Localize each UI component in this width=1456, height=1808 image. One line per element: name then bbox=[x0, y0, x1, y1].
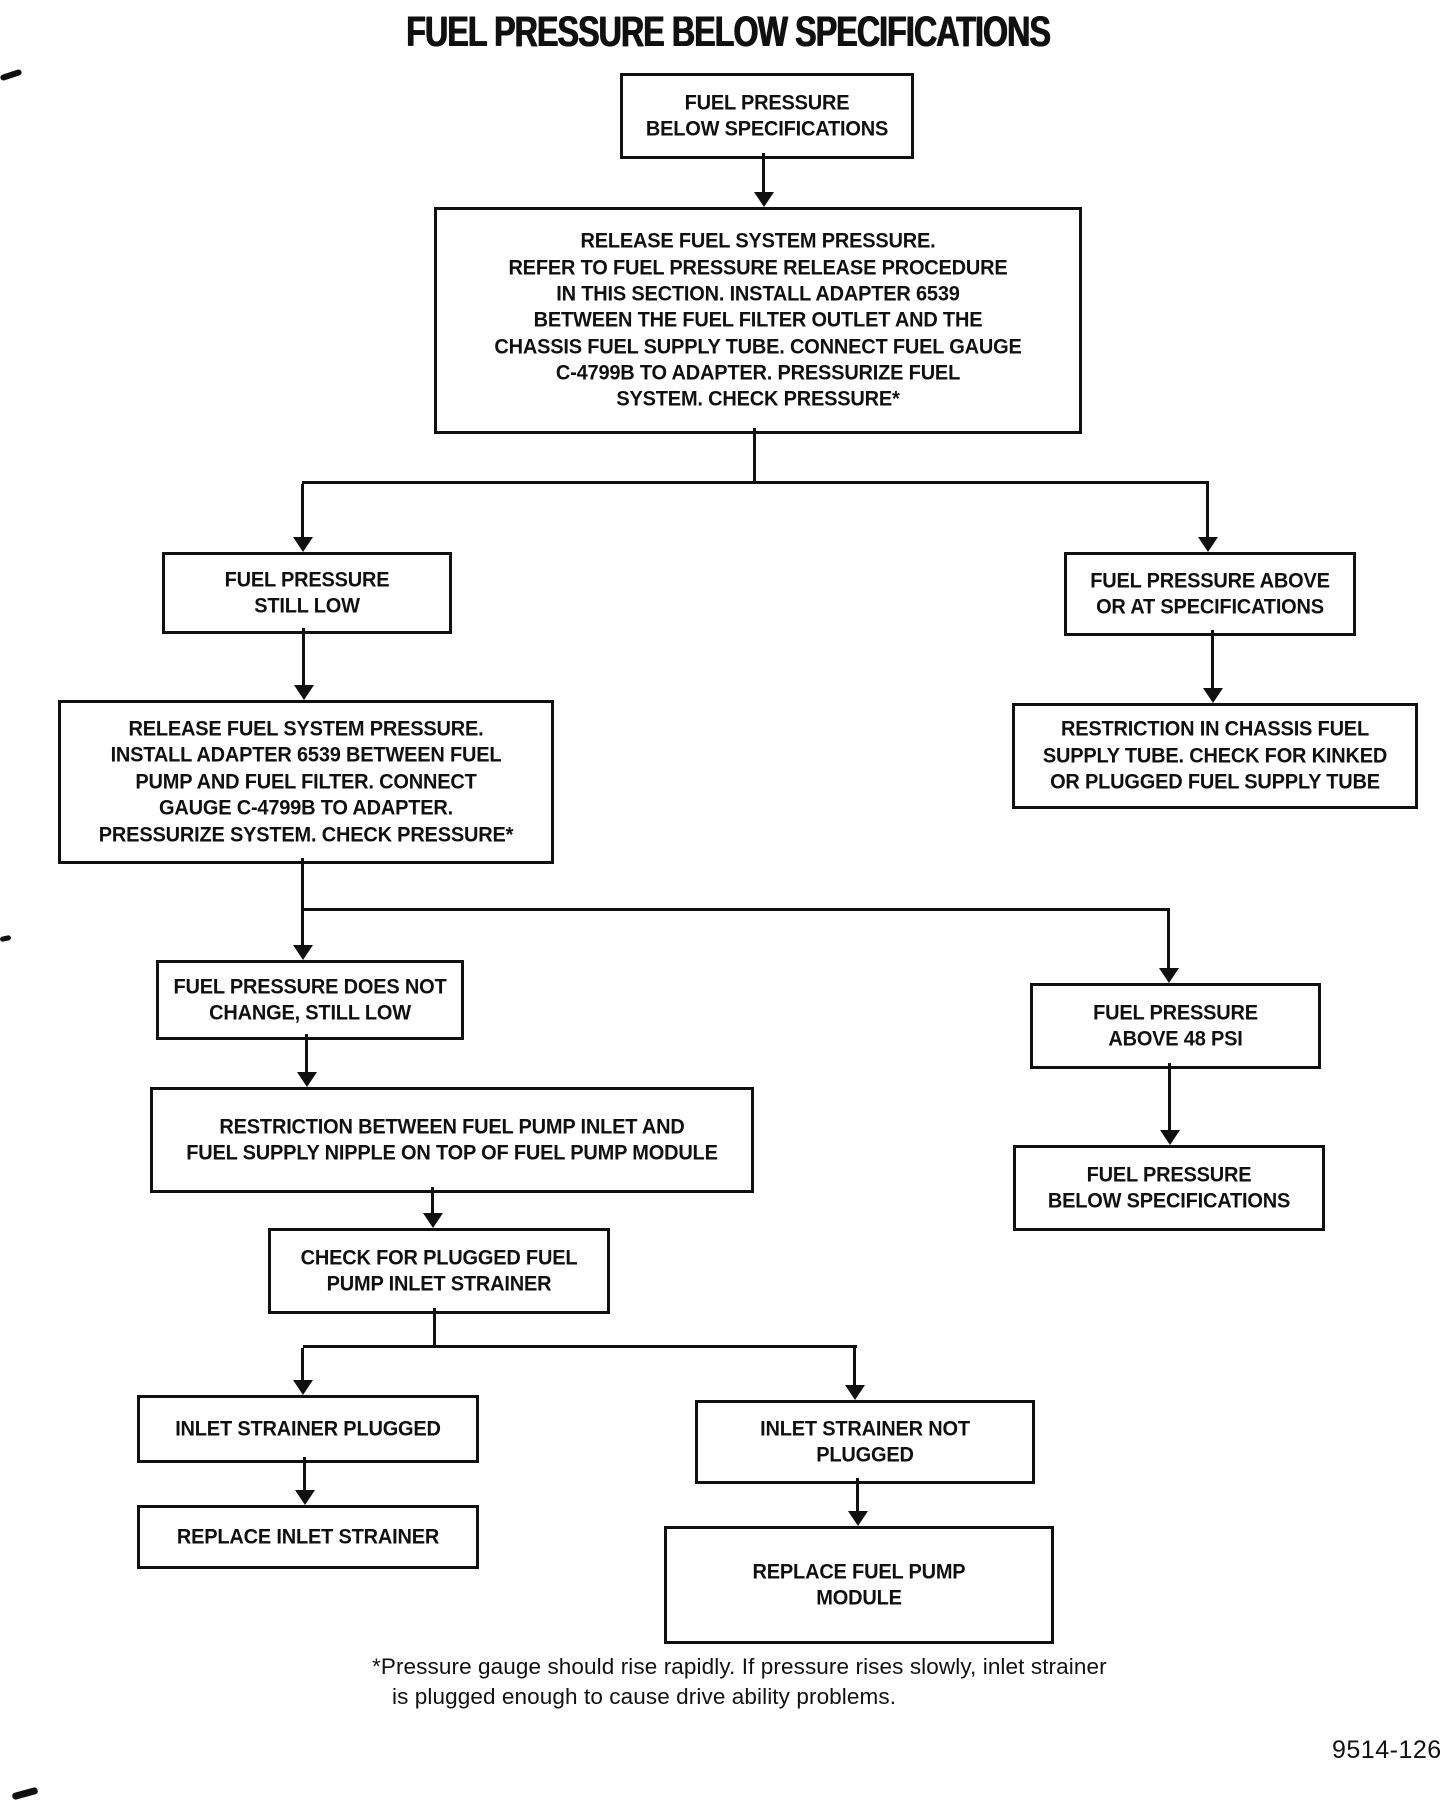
node-text-line: REFER TO FUEL PRESSURE RELEASE PROCEDURE bbox=[508, 255, 1008, 280]
node-text-line: REPLACE INLET STRAINER bbox=[176, 1525, 440, 1549]
connector-line bbox=[301, 858, 304, 947]
flow-node-above-or-at-spec: FUEL PRESSURE ABOVE OR AT SPECIFICATIONS bbox=[1064, 552, 1356, 636]
node-text-line: SYSTEM. CHECK PRESSURE* bbox=[616, 387, 900, 412]
node-text-line: PUMP INLET STRAINER bbox=[326, 1272, 552, 1296]
scan-artifact bbox=[0, 934, 12, 943]
connector-line bbox=[853, 1348, 856, 1387]
node-text-line: INLET STRAINER NOT bbox=[760, 1416, 970, 1441]
node-text-line: RELEASE FUEL SYSTEM PRESSURE. bbox=[128, 717, 484, 741]
node-text-line: ABOVE 48 PSI bbox=[1108, 1027, 1243, 1051]
arrowhead-icon bbox=[848, 1511, 868, 1526]
flow-node-still-low: FUEL PRESSURE STILL LOW bbox=[162, 552, 452, 634]
arrowhead-icon bbox=[423, 1213, 443, 1228]
connector-line bbox=[303, 908, 1170, 911]
arrowhead-icon bbox=[845, 1385, 865, 1400]
node-text-line: BETWEEN THE FUEL FILTER OUTLET AND THE bbox=[533, 308, 983, 332]
arrowhead-icon bbox=[754, 192, 774, 207]
connector-line bbox=[1167, 911, 1170, 970]
node-text-line: C-4799B TO ADAPTER. PRESSURIZE FUEL bbox=[555, 361, 961, 385]
node-text-line: CHECK FOR PLUGGED FUEL bbox=[300, 1245, 578, 1270]
footnote-line: is plugged enough to cause drive ability… bbox=[392, 1683, 897, 1709]
flow-node-test-at-pump: RELEASE FUEL SYSTEM PRESSURE. INSTALL AD… bbox=[58, 700, 554, 864]
node-text-line: PUMP AND FUEL FILTER. CONNECT bbox=[135, 770, 477, 794]
node-text-line: FUEL PRESSURE bbox=[1093, 1000, 1258, 1025]
flow-node-start: FUEL PRESSURE BELOW SPECIFICATIONS bbox=[620, 73, 914, 159]
connector-line bbox=[753, 428, 756, 484]
connector-line bbox=[1168, 1063, 1171, 1132]
node-text-line: INSTALL ADAPTER 6539 BETWEEN FUEL bbox=[110, 743, 502, 768]
figure-code: 9514-126 bbox=[1332, 1736, 1442, 1764]
node-text-line: STILL LOW bbox=[254, 594, 360, 618]
node-text-line: BELOW SPECIFICATIONS bbox=[1047, 1189, 1291, 1213]
node-text-line: FUEL SUPPLY NIPPLE ON TOP OF FUEL PUMP M… bbox=[186, 1141, 718, 1165]
node-text-line: FUEL PRESSURE DOES NOT bbox=[173, 974, 447, 999]
scan-artifact bbox=[0, 68, 23, 82]
arrowhead-icon bbox=[1203, 688, 1223, 703]
connector-line bbox=[1211, 630, 1214, 690]
footnote-line: *Pressure gauge should rise rapidly. If … bbox=[372, 1654, 1107, 1679]
flow-node-strainer-plugged: INLET STRAINER PLUGGED bbox=[137, 1395, 479, 1463]
connector-line bbox=[301, 1348, 304, 1382]
arrowhead-icon bbox=[294, 685, 314, 700]
arrowhead-icon bbox=[297, 1072, 317, 1087]
scan-artifact bbox=[11, 1786, 39, 1801]
node-text-line: CHASSIS FUEL SUPPLY TUBE. CONNECT FUEL G… bbox=[494, 335, 1022, 359]
flow-node-replace-strainer: REPLACE INLET STRAINER bbox=[137, 1505, 479, 1569]
node-text-line: IN THIS SECTION. INSTALL ADAPTER 6539 bbox=[556, 282, 960, 306]
connector-line bbox=[303, 1457, 306, 1492]
arrowhead-icon bbox=[1160, 1130, 1180, 1145]
flow-node-pump-restriction: RESTRICTION BETWEEN FUEL PUMP INLET AND … bbox=[150, 1087, 754, 1193]
node-text-line: SUPPLY TUBE. CHECK FOR KINKED bbox=[1042, 744, 1388, 768]
connector-line bbox=[301, 484, 304, 539]
flow-node-no-change: FUEL PRESSURE DOES NOT CHANGE, STILL LOW bbox=[156, 960, 464, 1040]
flow-node-test-at-filter: RELEASE FUEL SYSTEM PRESSURE. REFER TO F… bbox=[434, 207, 1082, 434]
flow-node-above-48-psi: FUEL PRESSURE ABOVE 48 PSI bbox=[1030, 983, 1321, 1069]
flow-node-check-strainer: CHECK FOR PLUGGED FUEL PUMP INLET STRAIN… bbox=[268, 1228, 610, 1314]
arrowhead-icon bbox=[1198, 537, 1218, 552]
node-text-line: FUEL PRESSURE bbox=[224, 567, 390, 592]
arrowhead-icon bbox=[293, 945, 313, 960]
arrowhead-icon bbox=[293, 1380, 313, 1395]
connector-line bbox=[433, 1308, 436, 1348]
connector-line bbox=[302, 628, 305, 687]
connector-line bbox=[856, 1478, 859, 1513]
node-text-line: PLUGGED bbox=[816, 1443, 914, 1467]
flow-node-strainer-not-plugged: INLET STRAINER NOT PLUGGED bbox=[695, 1400, 1035, 1484]
arrowhead-icon bbox=[1159, 968, 1179, 983]
node-text-line: RESTRICTION BETWEEN FUEL PUMP INLET AND bbox=[219, 1114, 685, 1139]
node-text-line: INLET STRAINER PLUGGED bbox=[175, 1417, 441, 1441]
node-text-line: FUEL PRESSURE bbox=[1086, 1162, 1252, 1187]
node-text-line: PRESSURIZE SYSTEM. CHECK PRESSURE* bbox=[98, 822, 514, 847]
connector-line bbox=[1206, 484, 1209, 539]
connector-line bbox=[302, 481, 1209, 484]
node-text-line: OR PLUGGED FUEL SUPPLY TUBE bbox=[1050, 770, 1380, 794]
node-text-line: CHANGE, STILL LOW bbox=[209, 1001, 411, 1025]
connector-line bbox=[762, 153, 765, 194]
connector-line bbox=[431, 1187, 434, 1215]
flow-node-below-spec-right: FUEL PRESSURE BELOW SPECIFICATIONS bbox=[1013, 1145, 1325, 1231]
page-title: FUEL PRESSURE BELOW SPECIFICATIONS bbox=[406, 8, 1051, 56]
node-text-line: RESTRICTION IN CHASSIS FUEL bbox=[1061, 717, 1369, 742]
node-text-line: FUEL PRESSURE ABOVE bbox=[1090, 568, 1330, 593]
node-text-line: REPLACE FUEL PUMP bbox=[752, 1559, 966, 1584]
node-text-line: OR AT SPECIFICATIONS bbox=[1096, 595, 1324, 619]
connector-line bbox=[303, 1345, 857, 1348]
node-text-line: FUEL PRESSURE bbox=[684, 90, 850, 115]
node-text-line: MODULE bbox=[816, 1586, 902, 1610]
arrowhead-icon bbox=[293, 537, 313, 552]
node-text-line: BELOW SPECIFICATIONS bbox=[645, 117, 889, 141]
node-text-line: GAUGE C-4799B TO ADAPTER. bbox=[159, 796, 453, 820]
node-text-line: RELEASE FUEL SYSTEM PRESSURE. bbox=[580, 229, 936, 253]
flow-node-replace-module: REPLACE FUEL PUMP MODULE bbox=[664, 1526, 1054, 1644]
arrowhead-icon bbox=[295, 1490, 315, 1505]
flow-node-chassis-restriction: RESTRICTION IN CHASSIS FUEL SUPPLY TUBE.… bbox=[1012, 703, 1418, 809]
connector-line bbox=[305, 1034, 308, 1074]
footnote: *Pressure gauge should rise rapidly. If … bbox=[372, 1652, 1107, 1711]
